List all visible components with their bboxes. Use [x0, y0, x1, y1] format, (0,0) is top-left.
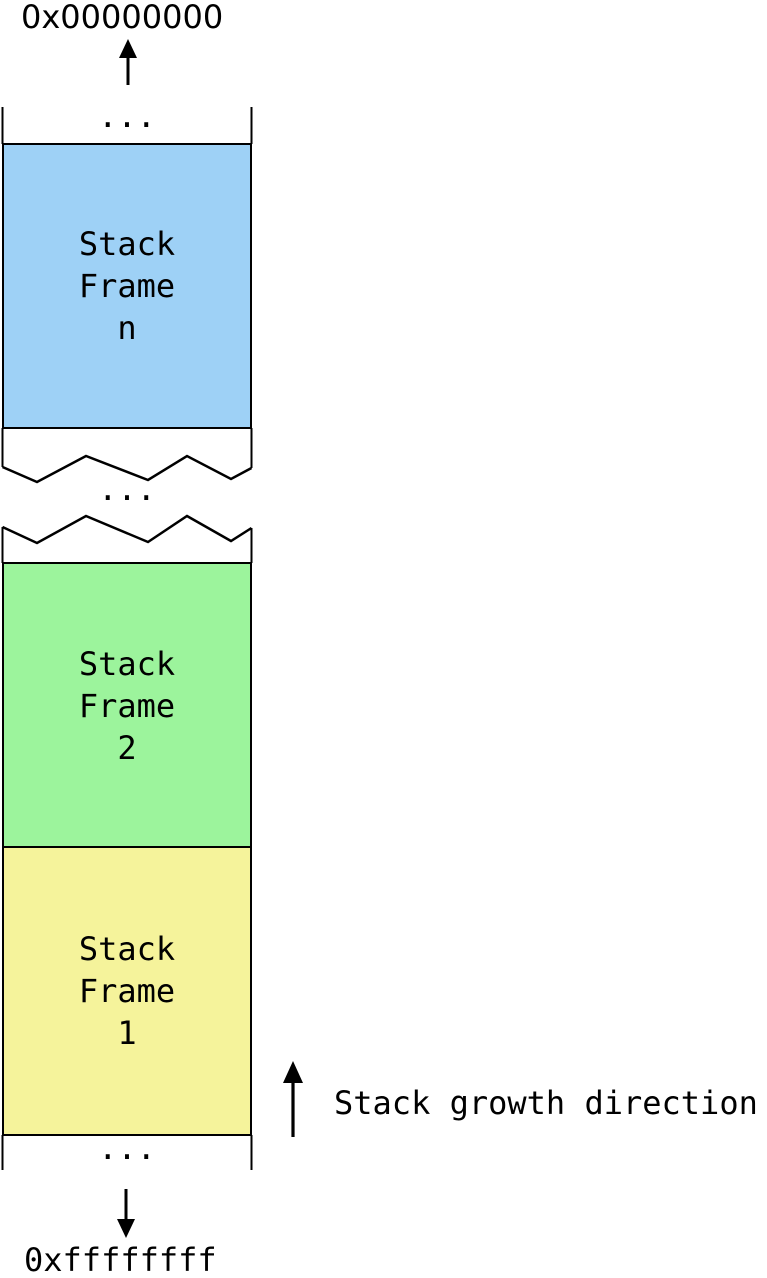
stack-frame-n-label: Stack Frame n: [78, 225, 176, 347]
zigzag-bottom: [1, 514, 253, 545]
stack-frame-1-label: Stack Frame 1: [78, 930, 176, 1052]
ellipsis-top: ...: [98, 97, 156, 135]
down-arrow-icon: [117, 1189, 135, 1238]
up-arrow-icon: [119, 39, 137, 85]
stack-frame-n-box: Stack Frame n: [2, 143, 252, 429]
ellipsis-bottom: ...: [98, 1129, 156, 1167]
top-address-label: 0x00000000: [21, 0, 224, 36]
stack-growth-arrow-icon: [283, 1061, 303, 1137]
stack-frame-2-box: Stack Frame 2: [2, 562, 252, 849]
stack-growth-direction-label: Stack growth direction: [334, 1084, 758, 1122]
stack-frame-1-box: Stack Frame 1: [2, 846, 252, 1136]
ellipsis-middle: ...: [98, 470, 156, 508]
bottom-address-label: 0xffffffff: [24, 1241, 217, 1278]
stack-frame-2-label: Stack Frame 2: [78, 644, 176, 767]
